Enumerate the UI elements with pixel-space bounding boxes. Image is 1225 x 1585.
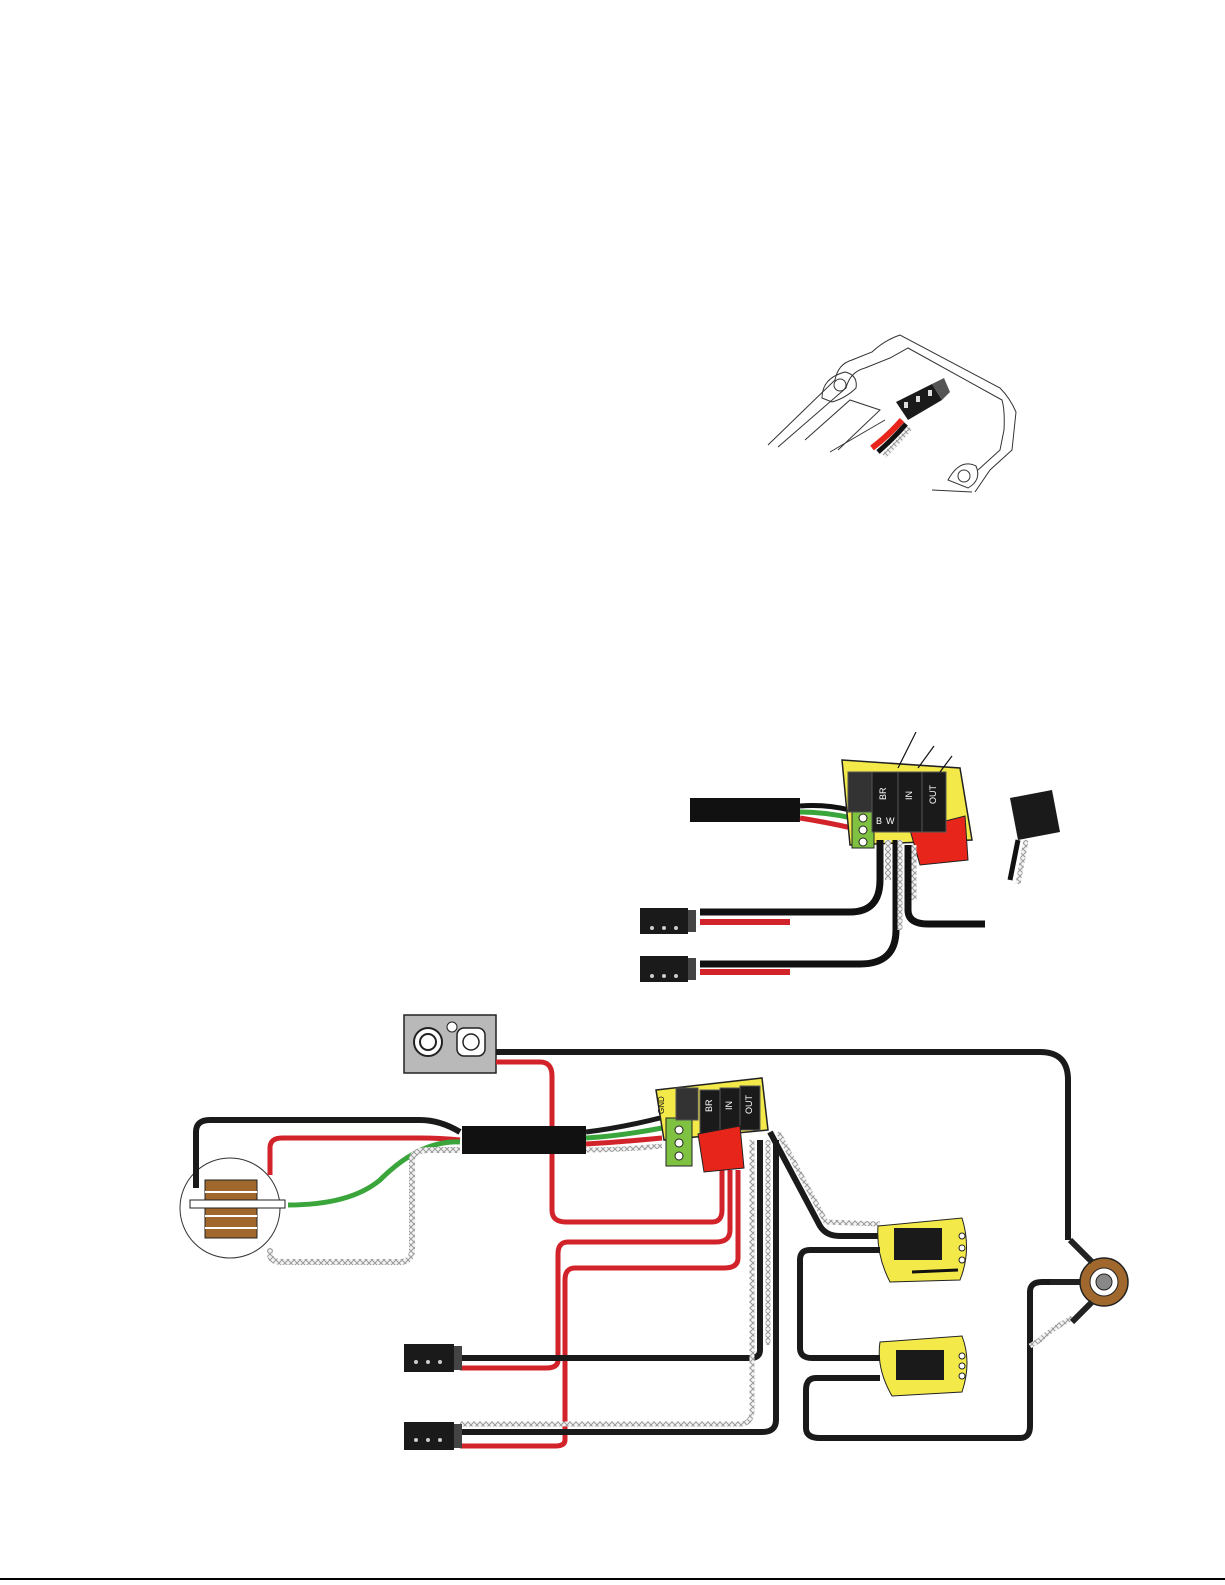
board-label-in: IN	[724, 1101, 734, 1110]
callout-line	[918, 746, 934, 768]
connector-plug-icon	[640, 956, 696, 982]
header-label-out: OUT	[928, 785, 938, 805]
header-sub-b: B	[876, 816, 882, 826]
upper-control-board: BR IN OUT B W	[640, 732, 1060, 982]
connector-plug-icon	[404, 1422, 462, 1450]
board-label-br: BR	[704, 1099, 714, 1112]
battery-box-icon	[768, 335, 1016, 492]
board-label-out: OUT	[744, 1095, 754, 1115]
connector-plug-icon	[404, 1344, 462, 1372]
battery-connector-icon	[872, 378, 950, 456]
callout-line	[898, 732, 916, 768]
header-label-br: BR	[878, 787, 888, 800]
shrink-tube-icon	[462, 1126, 586, 1154]
header-sub-w: W	[886, 816, 895, 826]
output-jack-icon	[1050, 1240, 1128, 1322]
board-label-gnd: GND	[657, 1096, 666, 1114]
jack-plate-icon	[404, 1015, 496, 1073]
potentiometer-icon	[878, 1218, 967, 1282]
connector-plug-icon	[640, 908, 696, 934]
potentiometer-icon	[879, 1336, 967, 1396]
header-label-in: IN	[904, 791, 914, 800]
connector-plug-icon	[1010, 790, 1060, 884]
shrink-tube-icon	[690, 798, 800, 822]
page-bottom-rule	[0, 1578, 1225, 1580]
